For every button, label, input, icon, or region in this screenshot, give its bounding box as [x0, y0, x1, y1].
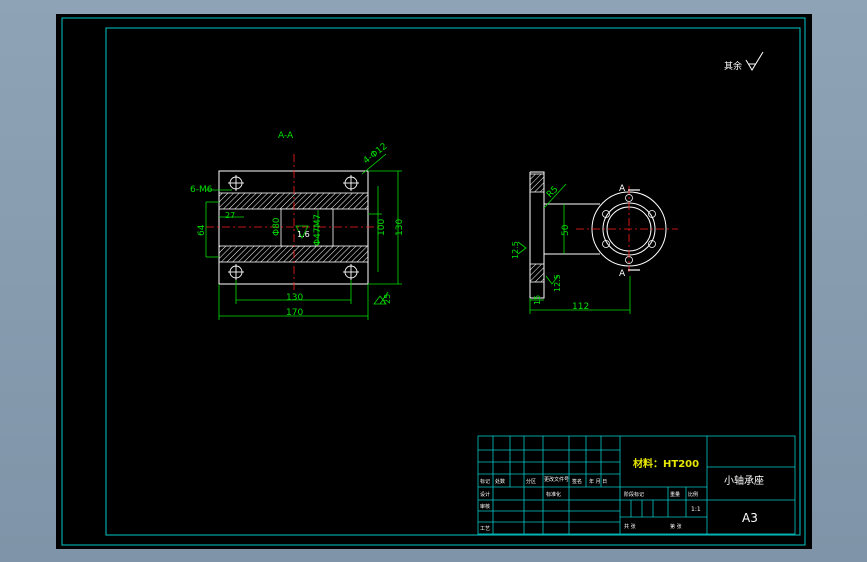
dim-height-64: 64	[197, 224, 207, 236]
section-marker-top: A	[619, 184, 626, 194]
side-hatch-top	[529, 173, 545, 193]
inner-frame	[105, 27, 801, 536]
dim-thread-left: 6-M6	[190, 185, 213, 195]
side-hatch-bottom	[529, 263, 545, 283]
dim-height-50: 50	[561, 224, 571, 236]
mount-holes	[228, 175, 359, 280]
front-body	[218, 170, 369, 285]
dim-bore-47: Φ47M7	[313, 214, 323, 246]
tb-stage: 阶段标记	[624, 491, 644, 498]
tb-r2-c1: 设计	[480, 491, 490, 498]
tb-ratio: 比例	[688, 491, 698, 498]
cad-viewport[interactable]: 其余 A-A	[56, 14, 812, 549]
drawing-canvas: 其余 A-A	[61, 17, 806, 546]
front-dimension-texts: 4-Φ12 6-M6 27 64 Φ80 Φ47M7 100 130 1.6 1…	[190, 142, 405, 318]
dim-radius: R5	[545, 185, 561, 201]
section-marker-bottom: A	[619, 269, 626, 279]
front-dimension-lines	[205, 153, 402, 320]
sheet-size: A3	[742, 511, 758, 525]
tb-sheet-no: 第 张	[670, 523, 682, 530]
title-small-texts: 标记 处数 分区 更改文件号 签名 年 月 日 设计 标准化 审核 工艺 阶段标…	[480, 476, 698, 532]
tb-r3-c1: 审核	[480, 503, 490, 510]
side-view: A A R5 12.5 50 12.5 15 112	[511, 171, 678, 314]
roughness-note: 其余	[724, 51, 764, 72]
dim-depth: 27	[225, 211, 235, 220]
tb-weight: 重量	[670, 491, 680, 498]
tb-r1-c2: 处数	[495, 478, 505, 485]
tb-r1-c1: 标记	[480, 478, 490, 485]
tb-r4-c1: 工艺	[480, 526, 490, 532]
dim-height-100: 100	[377, 219, 387, 236]
dim-width-130: 130	[286, 293, 303, 303]
dim-roughness-right: 25	[383, 294, 392, 304]
roughness-note-text: 其余	[724, 60, 742, 72]
tb-r1-c4: 更改文件号	[544, 476, 569, 483]
front-view: A-A	[190, 131, 405, 320]
dim-length-112: 112	[572, 302, 589, 312]
tb-sheets: 共 张	[624, 523, 636, 530]
tb-r1-c6: 年 月 日	[589, 478, 607, 485]
side-dimension-lines	[517, 183, 631, 314]
dim-thickness: 15	[533, 295, 542, 305]
part-name: 小轴承座	[724, 474, 764, 487]
section-marks	[628, 189, 640, 271]
dim-roughness-center: 1.6	[297, 230, 310, 239]
hatch-bottom	[218, 245, 369, 263]
roughness-symbol-icon	[745, 51, 764, 71]
tb-r2-c3: 标准化	[546, 491, 561, 498]
material-label: 材料：HT200	[633, 457, 699, 470]
hub-bolt-holes	[602, 194, 656, 264]
dim-bore-80: Φ80	[272, 217, 282, 236]
dim-width-170: 170	[286, 308, 303, 318]
section-label: A-A	[278, 131, 294, 141]
title-block: 材料：HT200 小轴承座 A3 1:1 标记 处数 分区 更改文件号 签名 年…	[477, 435, 796, 535]
tb-r1-c3: 分区	[526, 478, 536, 485]
hatch-top	[218, 192, 369, 210]
dim-roughness-left: 12.5	[511, 241, 520, 259]
scale-value: 1:1	[691, 506, 701, 513]
tb-r1-c5: 签名	[572, 478, 582, 485]
dim-roughness-bottom: 12.5	[553, 274, 562, 292]
outer-frame	[61, 17, 806, 546]
dim-height-130: 130	[395, 219, 405, 236]
